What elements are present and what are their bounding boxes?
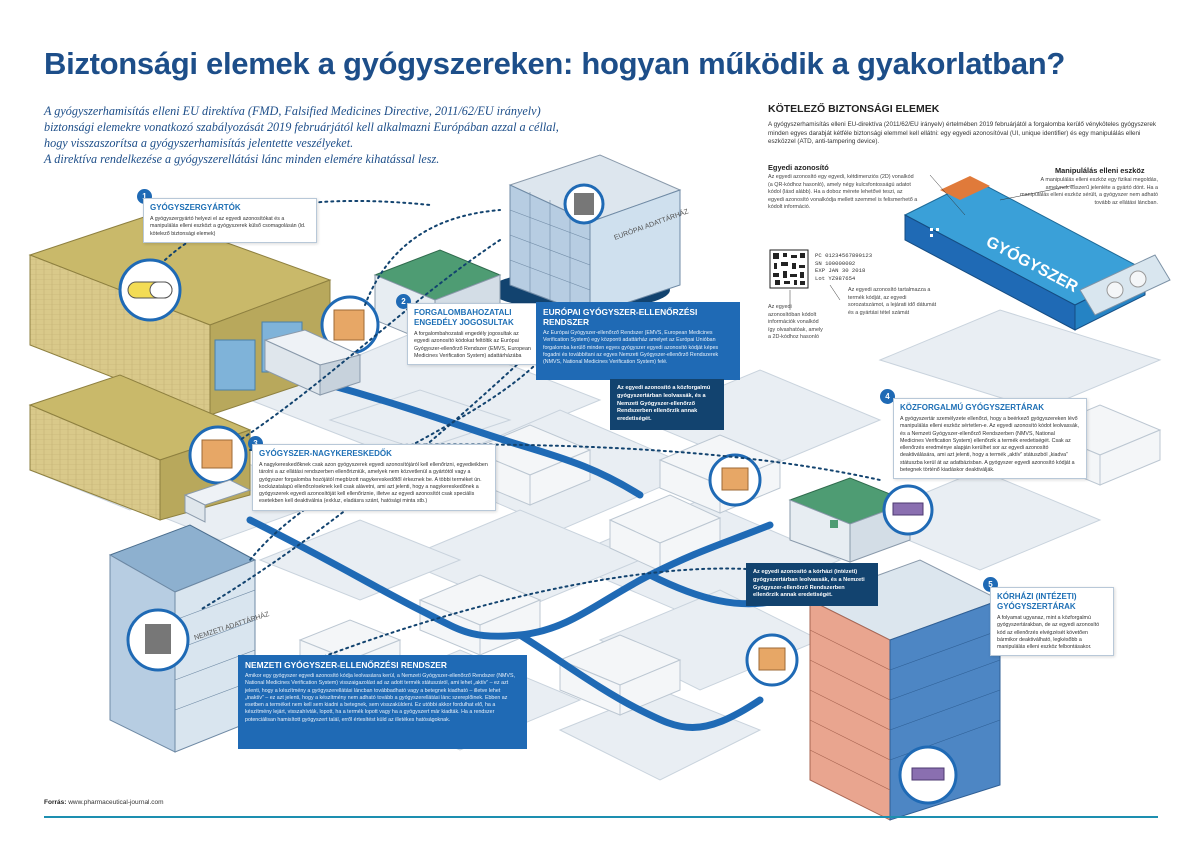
code-line: PC 01234567890123 (815, 252, 873, 259)
code-note-right: Az egyedi azonosító tartalmazza a termék… (848, 287, 937, 316)
truck (263, 329, 362, 396)
hospital-building (745, 559, 1002, 821)
datamatrix-code-icon (769, 249, 809, 289)
emvs-box: EURÓPAI GYÓGYSZER-ELLENŐRZÉSI RENDSZER A… (536, 302, 740, 380)
step-title: KÖZFORGALMÚ GYÓGYSZERTÁRAK (900, 403, 1044, 412)
nmvs-text: Amikor egy gyógyszer egyedi azonosító kó… (245, 673, 515, 723)
anti-tampering-text: A manipulálás elleni eszköz egy fizikai … (1020, 177, 1158, 206)
unique-identifier-text: Az egyedi azonosító egy egyedi, kétdimen… (768, 174, 918, 211)
step-text: A nagykereskedőknek csak azon gyógyszere… (259, 462, 488, 505)
code-readout: PC 01234567890123 SN 100000002 EXP JAN 3… (815, 252, 872, 282)
intro-line: A gyógyszerhamisítás elleni EU direktíva… (44, 104, 541, 118)
page-title: Biztonsági elemek a gyógyszereken: hogya… (44, 46, 1066, 81)
step-card-manufacturers: GYÓGYSZERGYÁRTÓK A gyógyszergyártó helye… (143, 198, 317, 243)
intro-line: biztonsági elemekre vonatkozó szabályozá… (44, 120, 559, 134)
code-line: Lot YZ987654 (815, 274, 856, 282)
code-line: SN 100000002 (815, 259, 856, 267)
step-text: A gyógyszergyártó helyezi el az egyedi a… (150, 216, 306, 237)
source-line: Forrás: www.pharmaceutical-journal.com (44, 799, 164, 806)
step-card-mah: FORGALOMBAHOZATALI ENGEDÉLY JOGOSULTAK A… (407, 303, 541, 366)
european-data-warehouse: EURÓPAI ADATTÁRHÁZ (490, 154, 690, 316)
step-card-hospital-pharmacies: KÓRHÁZI (INTÉZETI) GYÓGYSZERTÁRAK A foly… (990, 587, 1114, 657)
step-text: A folyamat ugyanaz, mint a közforgalmú g… (997, 615, 1100, 651)
note-public-pharmacy: Az egyedi azonosító a közforgalmú gyógys… (610, 379, 724, 430)
code-line: EXP JAN 30 2018 (815, 267, 866, 275)
mandatory-title: KÖTELEZŐ BIZTONSÁGI ELEMEK (768, 103, 940, 115)
source-link[interactable]: www.pharmaceutical-journal.com (68, 799, 164, 806)
nmvs-title: NEMZETI GYÓGYSZER-ELLENŐRZÉSI RENDSZER (245, 660, 447, 670)
emvs-title: EURÓPAI GYÓGYSZER-ELLENŐRZÉSI RENDSZER (543, 307, 698, 327)
mandatory-text: A gyógyszerhamisítás elleni EU-direktíva… (768, 121, 1157, 146)
step-title: GYÓGYSZER-NAGYKERESKEDŐK (259, 449, 392, 458)
national-data-warehouse: NEMZETI ADATTÁRHÁZ (108, 524, 271, 753)
intro-line: hogy visszaszorítsa a gyógyszerhamisítás… (44, 136, 354, 150)
wholesaler-warehouse (28, 374, 252, 523)
unique-identifier-title: Egyedi azonosító (768, 163, 829, 172)
step-text: A gyógyszertár személyzete ellenőrzi, ho… (900, 416, 1080, 474)
step-card-public-pharmacies: KÖZFORGALMÚ GYÓGYSZERTÁRAK A gyógyszertá… (893, 398, 1087, 480)
intro-line: A direktíva rendelkezése a gyógyszerellá… (44, 152, 440, 166)
step-title: KÓRHÁZI (INTÉZETI) GYÓGYSZERTÁRAK (997, 592, 1077, 611)
step-text: A forgalombahozatali engedély jogosultak… (414, 331, 531, 359)
pharmacy-building (708, 453, 934, 563)
emvs-text: Az Európai Gyógyszer-ellenőrző Rendszer … (543, 330, 719, 366)
factory-building (28, 214, 332, 416)
mandatory-elements-panel: KÖTELEZŐ BIZTONSÁGI ELEMEK A gyógyszerha… (768, 103, 1178, 147)
nmvs-box: NEMZETI GYÓGYSZER-ELLENŐRZÉSI RENDSZER A… (238, 655, 527, 749)
anti-tampering-title: Manipulálás elleni eszköz (1055, 166, 1145, 175)
step-title: FORGALOMBAHOZATALI ENGEDÉLY JOGOSULTAK (414, 308, 514, 327)
step-card-wholesalers: GYÓGYSZER-NAGYKERESKEDŐK A nagykereskedő… (252, 444, 496, 511)
step-number: 4 (880, 389, 895, 404)
bottom-divider (44, 816, 1158, 818)
source-label: Forrás: (44, 799, 67, 806)
step-title: GYÓGYSZERGYÁRTÓK (150, 203, 241, 212)
note-hospital-pharmacy: Az egyedi azonosító a kórházi (intézeti)… (746, 563, 878, 607)
intro-text: A gyógyszerhamisítás elleni EU direktíva… (44, 103, 564, 167)
code-note-left: Az egyedi azonosítóban kódolt információ… (768, 304, 823, 341)
medicine-pack-illustration: GYÓGYSZER (903, 176, 1171, 331)
callout-lines (789, 174, 1076, 310)
